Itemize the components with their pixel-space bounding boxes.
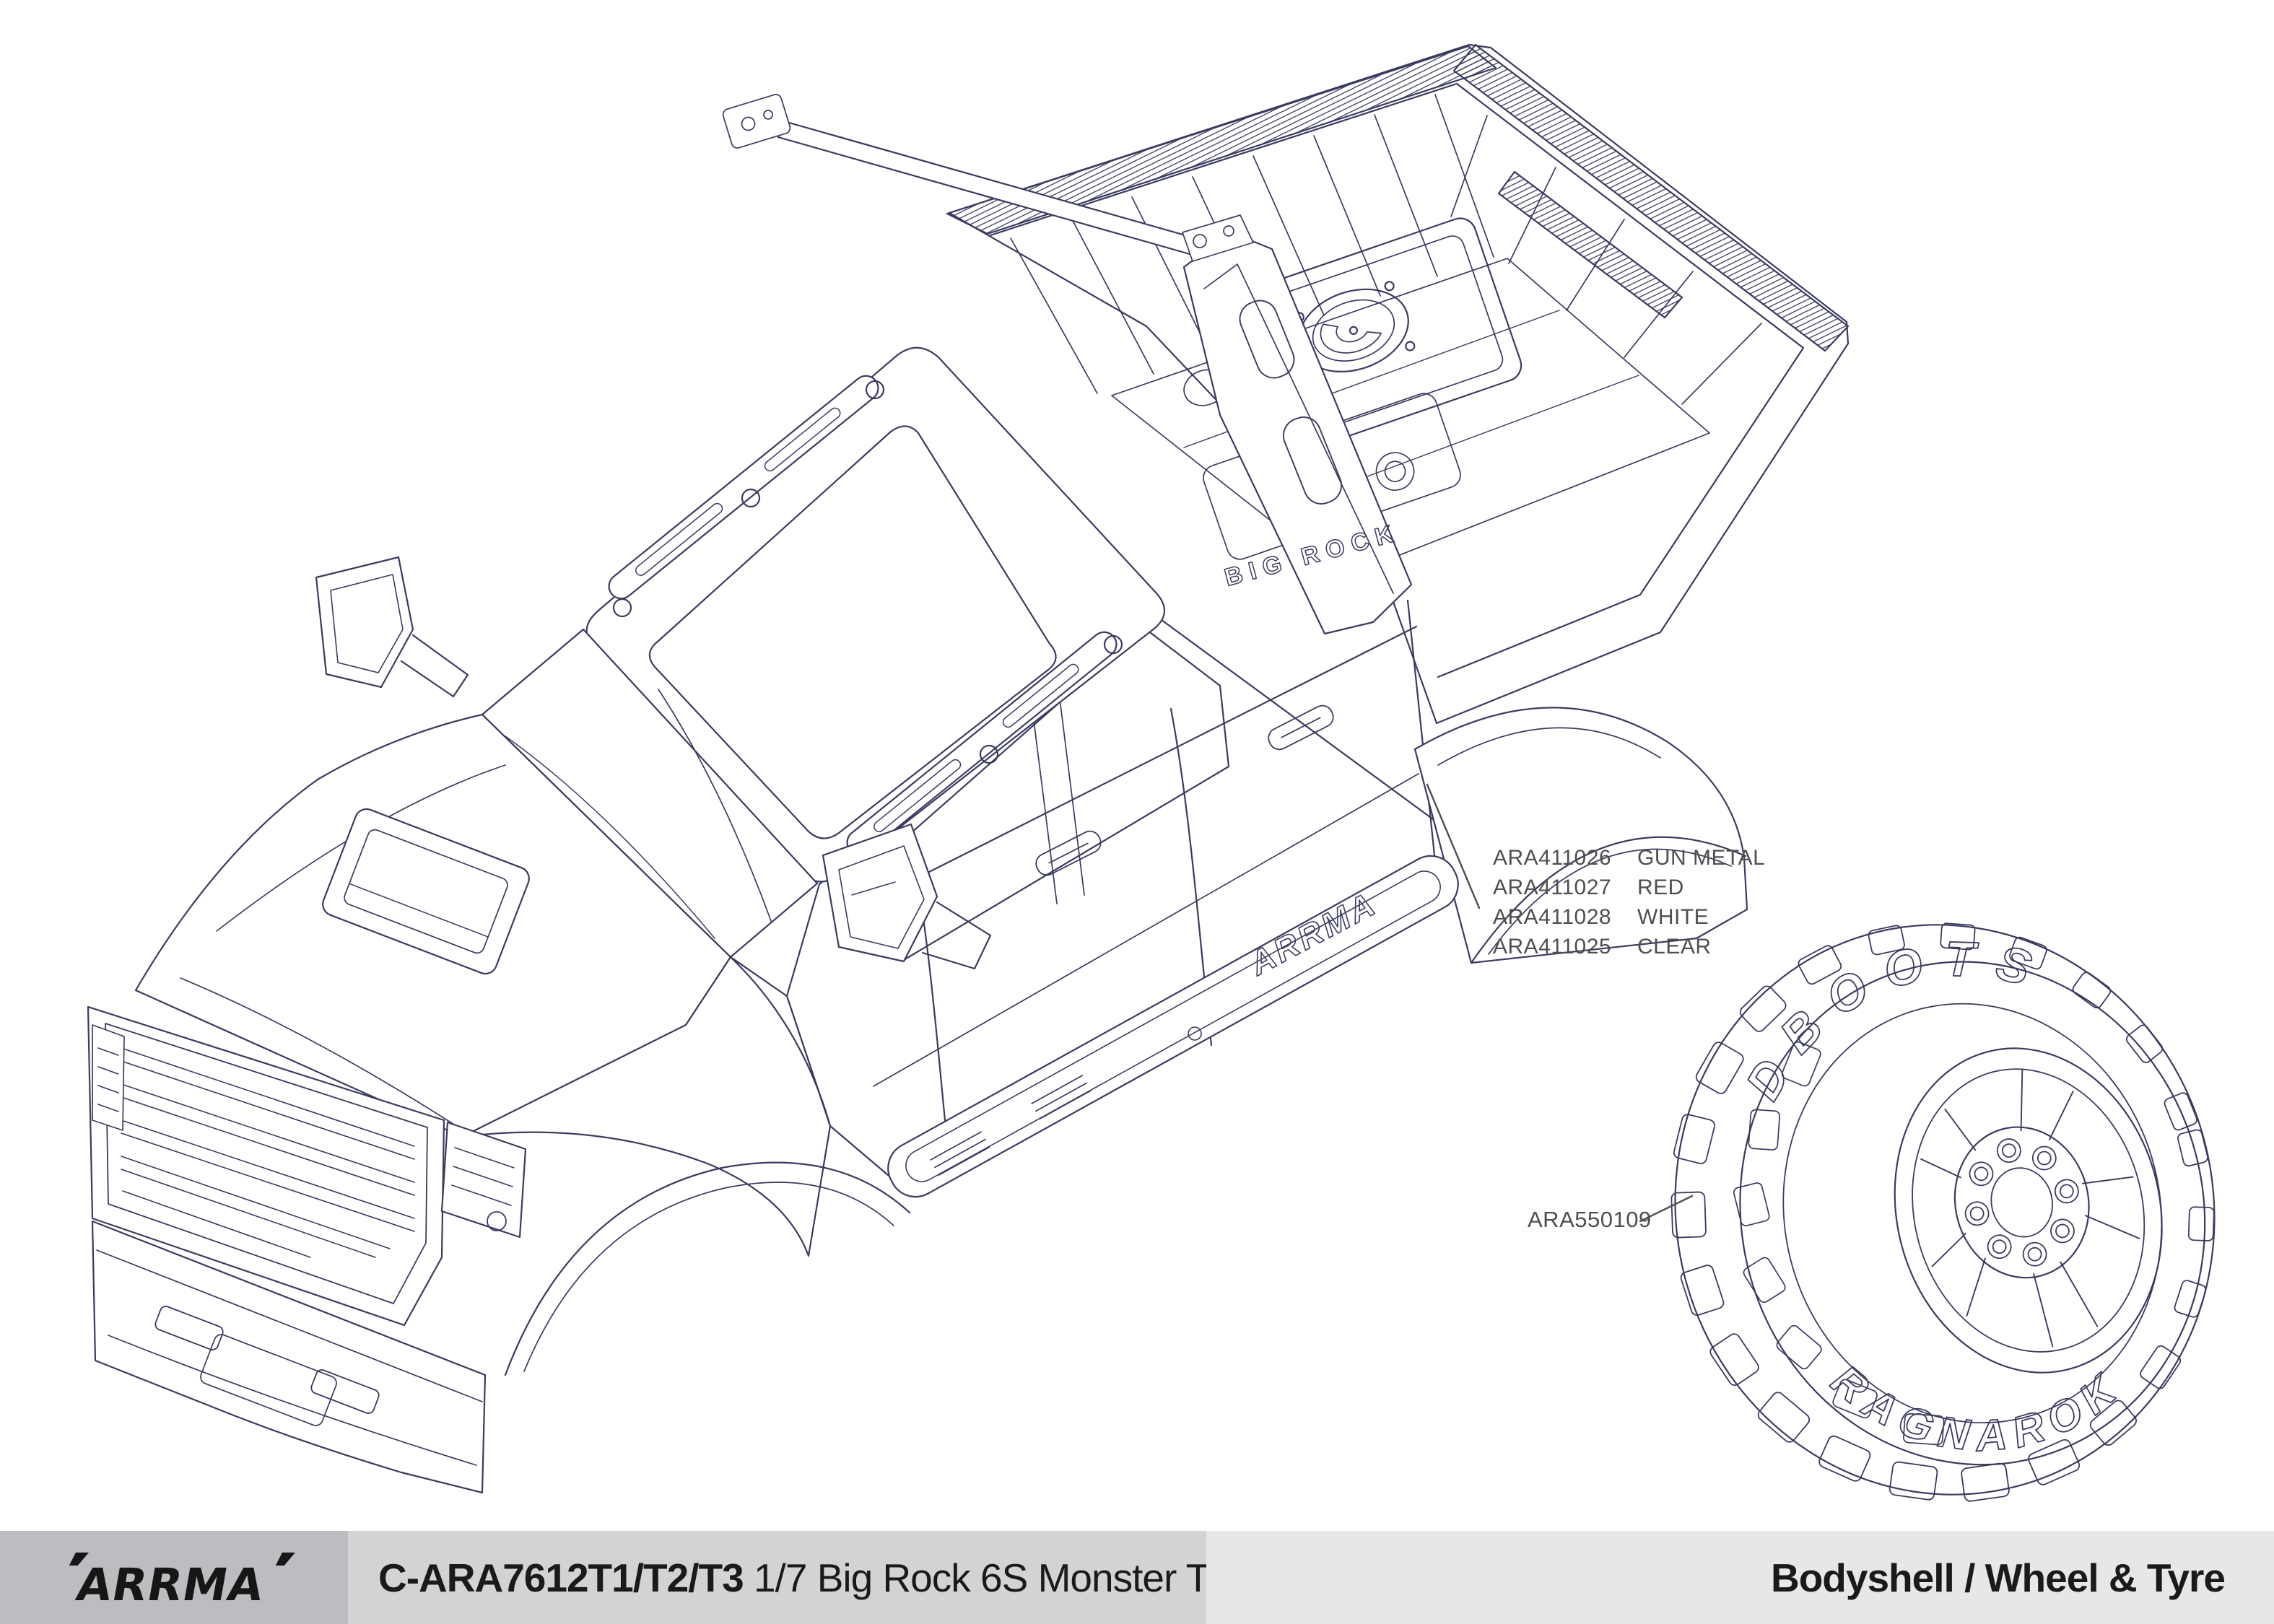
document-code: C-ARA7612T1/T2/T3 <box>378 1555 754 1600</box>
part-sku: ARA411025 <box>1493 935 1612 959</box>
bed-rail-grip-rear <box>1452 43 1850 352</box>
front-bumper <box>91 1220 487 1494</box>
tread-blocks-inner <box>1733 1041 1945 1446</box>
part-row: ARA411028 WHITE <box>1493 902 1765 932</box>
tread-blocks <box>1670 922 2215 1502</box>
roof-rail-left <box>608 375 885 618</box>
part-finish: RED <box>1637 876 1684 899</box>
part-sku: ARA411026 <box>1493 846 1612 870</box>
part-finish: WHITE <box>1637 905 1709 929</box>
bed-rail-grip-inner <box>1497 170 1683 319</box>
section-title: Bodyshell / Wheel & Tyre <box>1770 1555 2226 1600</box>
headlight-right <box>440 1121 527 1239</box>
hood-scoop <box>322 808 530 975</box>
rim <box>1894 1047 2163 1374</box>
footer-bar: ARRMA C-ARA7612T1/T2/T3 1/7 Big Rock 6S … <box>0 1531 2274 1624</box>
door-handle-front <box>1035 830 1102 876</box>
hood <box>134 713 732 1138</box>
svg-text:ARRMA: ARRMA <box>73 1558 269 1609</box>
leader-line-wheel <box>1639 1195 1694 1223</box>
grille-slats <box>121 1047 415 1258</box>
leader-line-bodyshell <box>1426 783 1481 909</box>
mirror-right <box>822 823 992 970</box>
tire: DBOOTS RAGNAROK <box>1670 904 2216 1502</box>
sunroof <box>648 425 1057 839</box>
cab <box>785 599 1456 1189</box>
document-title-block: C-ARA7612T1/T2/T3 1/7 Big Rock 6S Monste… <box>348 1531 1369 1624</box>
front-fender <box>461 956 911 1376</box>
arrma-logo: ARRMA <box>69 1553 295 1609</box>
wheel-part-label: ARA550109 <box>1528 1207 1652 1232</box>
truck-bodyshell-drawing: BIG ROCK <box>87 43 1850 1494</box>
door-handle-rear <box>1268 704 1334 751</box>
part-row: ARA411025 CLEAR <box>1493 932 1765 961</box>
part-row: ARA411027 RED <box>1493 873 1765 902</box>
bodyshell-parts-list: ARA411026 GUN METAL ARA411027 RED ARA411… <box>1493 843 1765 961</box>
part-sku: ARA411028 <box>1493 905 1612 929</box>
part-row: ARA411026 GUN METAL <box>1493 843 1765 873</box>
hub <box>1953 1126 2090 1279</box>
part-finish: GUN METAL <box>1637 846 1766 870</box>
brand-logo-block: ARRMA <box>0 1531 348 1624</box>
rear-fender <box>1413 707 1748 964</box>
part-sku: ARA411027 <box>1493 876 1612 899</box>
lug-nuts <box>1964 1138 2079 1267</box>
part-finish: CLEAR <box>1637 935 1712 959</box>
sport-bar-far-mount <box>722 94 791 149</box>
headlight-left <box>92 1024 125 1131</box>
sport-bar-clamp <box>1182 214 1254 262</box>
sport-bar: BIG ROCK <box>722 94 1413 635</box>
bed <box>946 43 1850 725</box>
grille <box>87 1005 445 1327</box>
step-pads <box>930 1075 1092 1176</box>
roof <box>585 346 1166 883</box>
wheel-drawing: DBOOTS RAGNAROK <box>1670 904 2216 1502</box>
spokes <box>1920 1069 2140 1348</box>
mirror-left <box>315 556 469 698</box>
section-title-block: Bodyshell / Wheel & Tyre <box>1206 1531 2274 1624</box>
wiper <box>505 735 715 939</box>
bed-wall-ribs-right <box>1450 115 1762 405</box>
